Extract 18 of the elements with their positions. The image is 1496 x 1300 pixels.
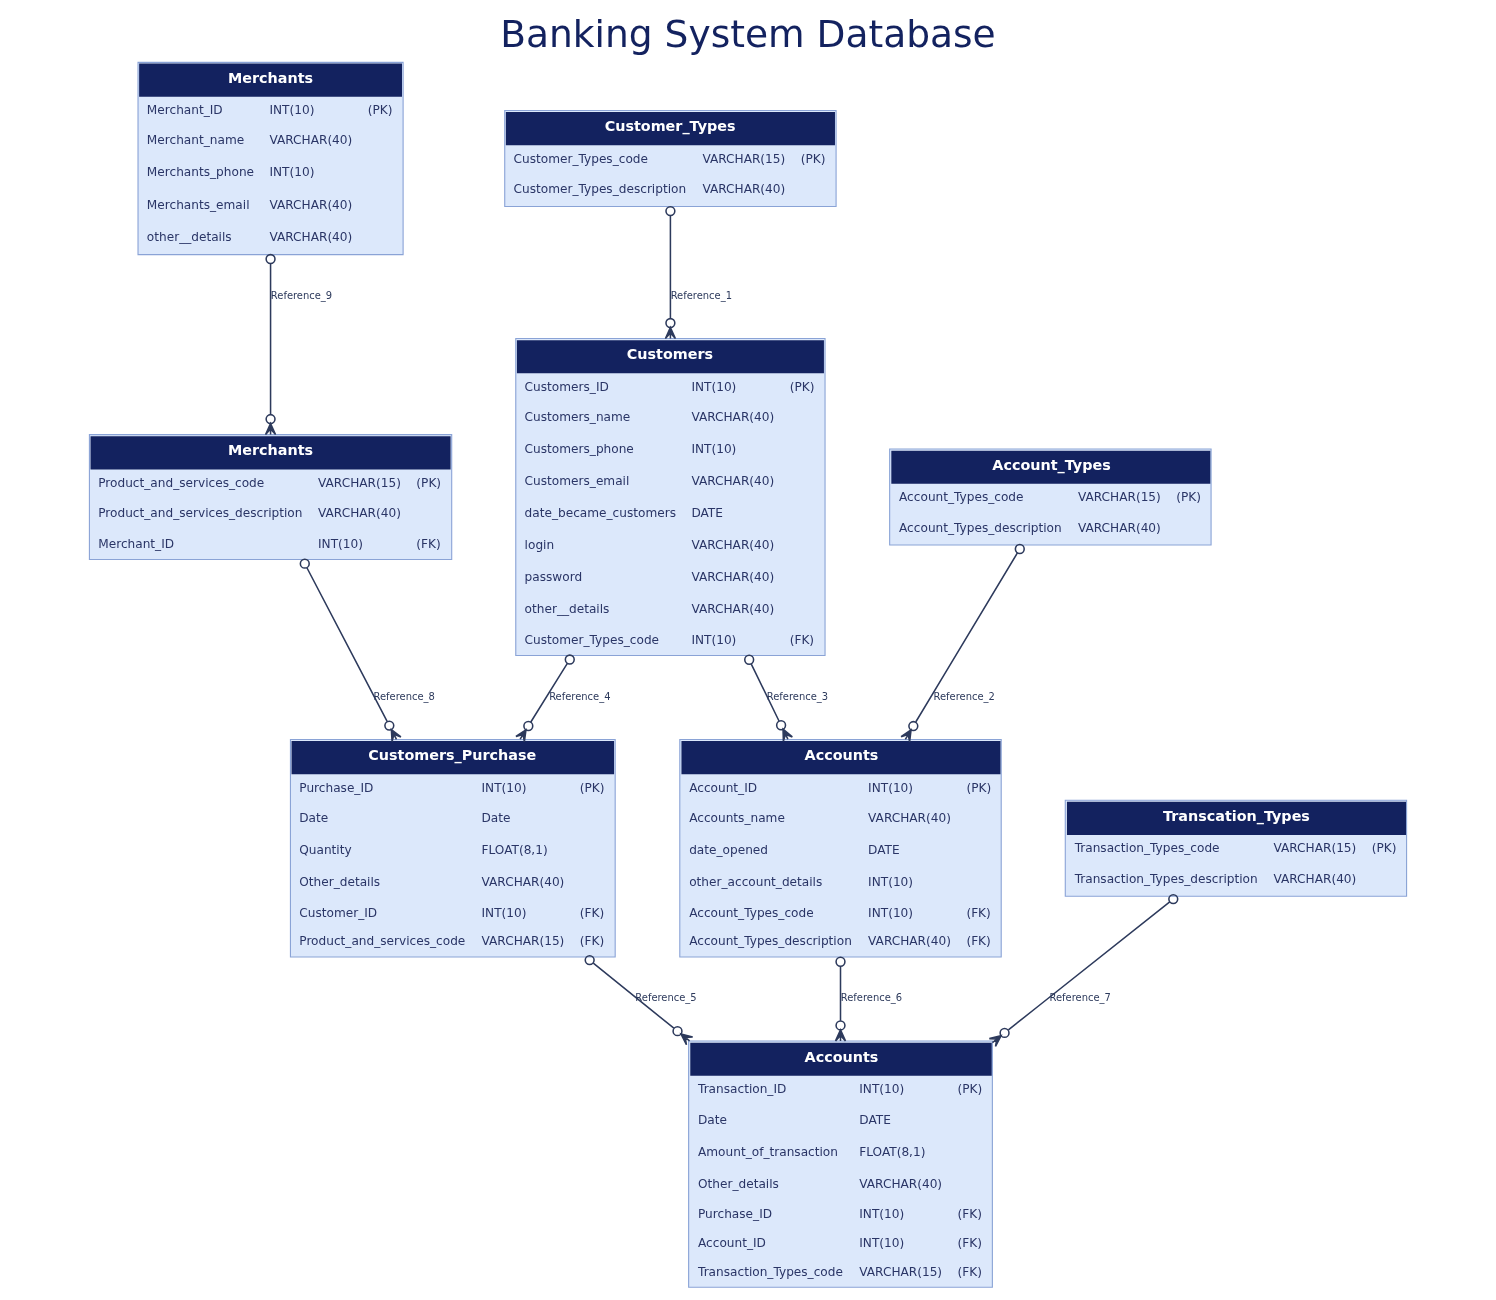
connector: [299, 558, 402, 743]
edge-label: Reference_3: [766, 690, 829, 702]
edge-label: Reference_2: [933, 690, 995, 702]
diagram-title: Banking System Database: [500, 12, 996, 57]
edge-label: Reference_4: [549, 690, 611, 702]
connector: [584, 954, 694, 1046]
connector: [264, 253, 277, 436]
edge-label: Reference_8: [373, 690, 435, 702]
connector: [515, 654, 575, 743]
edge-label: Reference_5: [635, 992, 697, 1004]
edge-label: Reference_7: [1049, 992, 1111, 1004]
edge-label: Reference_1: [670, 289, 733, 301]
edge-label: Reference_6: [840, 992, 903, 1004]
connector: [988, 893, 1179, 1048]
connector: [744, 654, 794, 743]
connector: [664, 205, 677, 340]
edge-label: Reference_9: [270, 289, 333, 301]
connector: [834, 956, 847, 1042]
